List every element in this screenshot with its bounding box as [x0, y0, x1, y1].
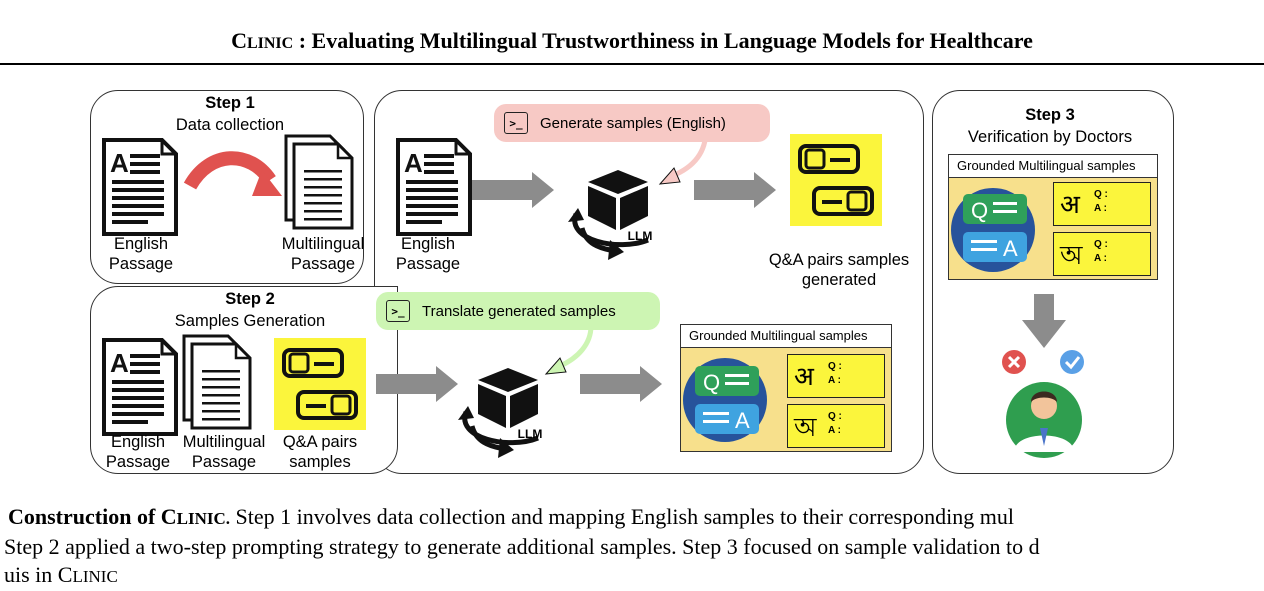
q-field: Q : [1094, 239, 1108, 250]
caption-name-initial: C [160, 504, 177, 529]
step1-multilingual-label: Multilingual Passage [281, 235, 365, 273]
paper-running-title: CLINIC : Evaluating Multilingual Trustwo… [0, 28, 1264, 54]
caption-line-2: Step 2 applied a two-step prompting stra… [4, 534, 1040, 559]
pipeline-figure: A [102, 129, 1084, 500]
terminal-icon: >_ [386, 300, 410, 322]
generate-english-label: English Passage [395, 235, 461, 273]
figure-caption: Construction of CLINIC. Step 1 involves … [0, 503, 1264, 591]
svg-text:A: A [1003, 236, 1018, 261]
header-rule [0, 63, 1264, 65]
generate-qa-label: Q&A pairs samples generated [768, 251, 910, 289]
grounded-title: Grounded Multilingual samples [681, 325, 891, 348]
step2-title: Step 2 [225, 290, 275, 308]
q-glyph: Q [703, 370, 720, 395]
grounded-title: Grounded Multilingual samples [949, 155, 1157, 178]
caption-name-smallcaps: LINIC. [176, 509, 231, 528]
step2-grounded-box: Grounded Multilingual samples Q A अ Q : … [680, 324, 892, 452]
a-glyph: A [735, 408, 750, 433]
step3-title: Step 3 [1025, 106, 1075, 124]
hindi-sample-card: अ Q : A : [787, 354, 885, 398]
step2-multilingual-label: Multilingual Passage [182, 433, 266, 471]
bengali-sample-card: অ Q : A : [787, 404, 885, 448]
grounded-body: Q A अ Q : A : অ Q : A : [681, 348, 891, 451]
bengali-glyph: অ [1060, 241, 1083, 271]
hindi-glyph: अ [1060, 190, 1080, 220]
title-smallcaps: LINIC [246, 35, 294, 52]
step1-title: Step 1 [205, 94, 255, 112]
step2-qa-label: Q&A pairs samples [282, 433, 358, 471]
step1-english-label: English Passage [108, 235, 174, 273]
grounded-body: Q A अ Q : A : অ Q : A : [949, 178, 1157, 279]
caption-prefix: Construction of [8, 504, 161, 529]
a-field: A : [1094, 203, 1107, 214]
a-field: A : [828, 425, 841, 436]
step2-llm-label: LLM [517, 427, 543, 441]
step3-grounded-box: Grounded Multilingual samples Q A अ Q : … [948, 154, 1158, 280]
generate-prompt-label: Generate samples (English) [540, 114, 726, 132]
hindi-glyph: अ [794, 362, 814, 392]
hindi-sample-card: अ Q : A : [1053, 182, 1151, 226]
caption-line3-start: uis in C [4, 562, 73, 587]
step1-subtitle: Data collection [175, 116, 285, 134]
step2-subtitle: Samples Generation [174, 312, 326, 330]
generate-llm-label: LLM [627, 229, 653, 243]
caption-line-1: Construction of CLINIC. Step 1 involves … [0, 503, 1264, 533]
title-rest: : Evaluating Multilingual Trustworthines… [293, 28, 1033, 53]
step3-subtitle: Verification by Doctors [967, 128, 1133, 146]
q-field: Q : [828, 411, 842, 422]
a-field: A : [1094, 253, 1107, 264]
terminal-icon: >_ [504, 112, 528, 134]
qa-bubbles-icon: Q A [951, 188, 1035, 272]
svg-text:Q: Q [971, 198, 988, 223]
caption-line1-rest: Step 1 involves data collection and mapp… [230, 504, 1014, 529]
bengali-sample-card: অ Q : A : [1053, 232, 1151, 276]
bengali-glyph: অ [794, 413, 817, 443]
translate-prompt-pill: >_ Translate generated samples [376, 292, 660, 330]
a-field: A : [828, 375, 841, 386]
step2-english-label: English Passage [105, 433, 171, 471]
qa-bubbles-icon: Q A [683, 358, 767, 442]
q-field: Q : [828, 361, 842, 372]
q-field: Q : [1094, 189, 1108, 200]
caption-line3-smallcaps: LINIC [72, 567, 118, 586]
generate-prompt-pill: >_ Generate samples (English) [494, 104, 770, 142]
caption-line-3: uis in CLINIC [0, 561, 1264, 591]
translate-prompt-label: Translate generated samples [422, 302, 616, 320]
title-initial: C [231, 28, 247, 53]
